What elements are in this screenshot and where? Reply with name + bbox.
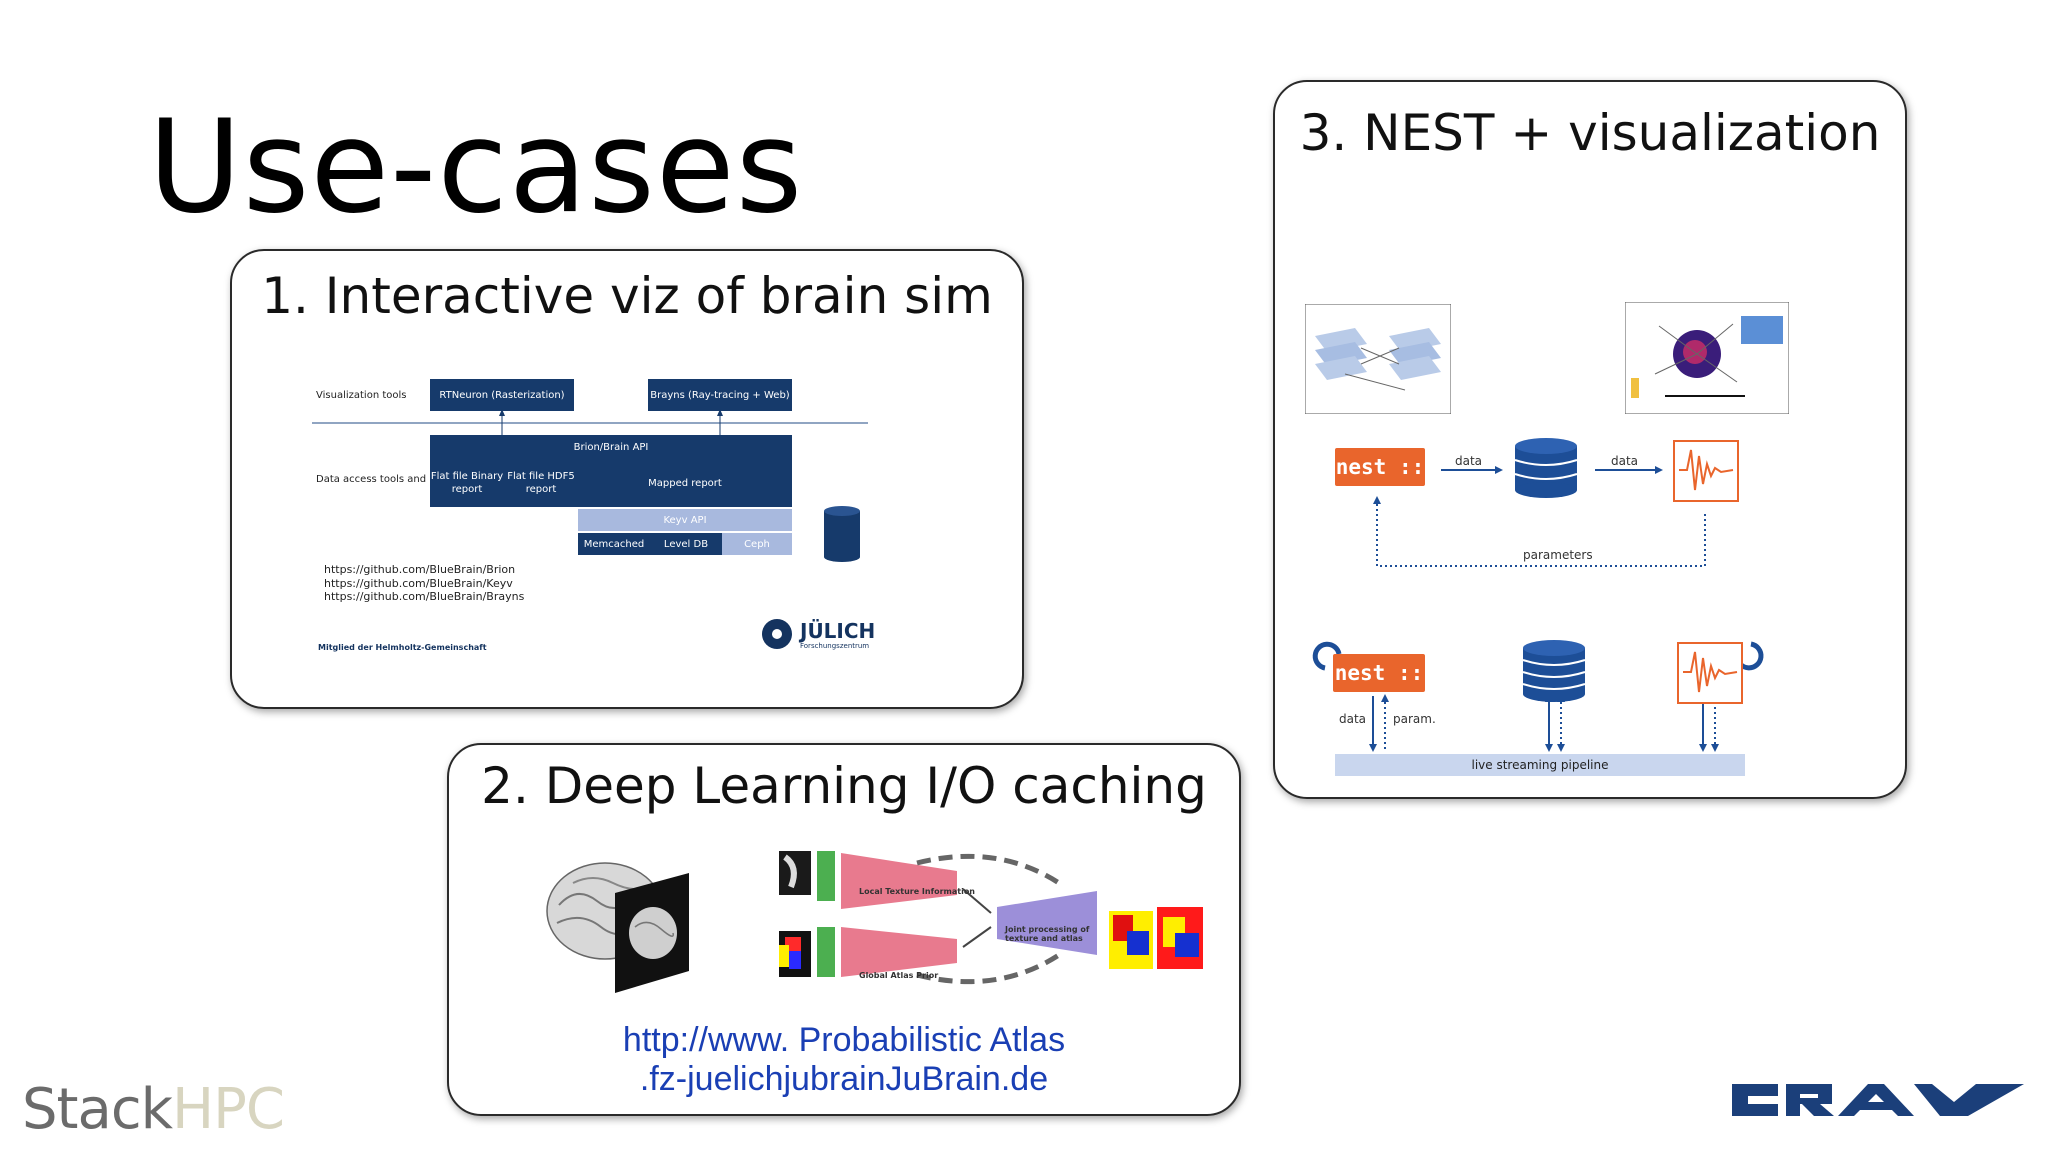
rtneuron-box: RTNeuron (Rasterization) xyxy=(430,379,574,411)
ceph-box: Ceph xyxy=(722,533,792,555)
database-icon xyxy=(1514,438,1578,498)
visualization-tools-label: Visualization tools xyxy=(316,390,407,401)
neuron-activity-thumbnail xyxy=(1625,302,1789,414)
flat-binary-box: Flat file Binary report xyxy=(430,459,504,507)
data-label-3: data xyxy=(1339,712,1367,726)
link-brayns[interactable]: https://github.com/BlueBrain/Brayns xyxy=(324,590,525,603)
card-title: 1. Interactive viz of brain sim xyxy=(261,267,993,325)
atlas-output-icon xyxy=(1109,907,1203,969)
leveldb-box: Level DB xyxy=(650,533,722,555)
julich-logo: JÜLICH xyxy=(800,619,876,643)
card-nest-visualization: 3. NEST + visualization nest :: xyxy=(1273,80,1907,799)
flat-hdf5-box: Flat file HDF5 report xyxy=(504,459,578,507)
stackhpc-logo-stack: Stack xyxy=(22,1077,173,1142)
parameters-label: parameters xyxy=(1523,548,1593,562)
storage-cylinder-icon xyxy=(824,506,860,562)
nest-logo-2: nest :: xyxy=(1333,654,1425,692)
stackhpc-logo-hpc: HPC xyxy=(172,1077,285,1142)
param-label: param. xyxy=(1393,712,1436,726)
link-brion[interactable]: https://github.com/BlueBrain/Brion xyxy=(324,563,516,576)
mapped-report-box: Mapped report xyxy=(578,459,792,507)
helmholtz-footer: Mitglied der Helmholtz-Gemeinschaft xyxy=(318,643,487,652)
slide-title: Use-cases xyxy=(148,93,804,242)
plot-icon-2 xyxy=(1677,642,1743,704)
global-atlas-label: Global Atlas Prior xyxy=(859,971,939,980)
memcached-box: Memcached xyxy=(578,533,650,555)
data-access-label: Data access tools and libraries xyxy=(316,474,470,485)
keyv-api-box: Keyv API xyxy=(578,509,792,531)
nest-logo: nest :: xyxy=(1335,448,1425,486)
card-title: 2. Deep Learning I/O caching xyxy=(481,757,1207,815)
card-deep-learning: 2. Deep Learning I/O caching Local Textu… xyxy=(447,743,1241,1116)
cray-logo xyxy=(1732,1084,2024,1116)
card-interactive-viz: 1. Interactive viz of brain sim Visualiz… xyxy=(230,249,1024,709)
card-title: 3. NEST + visualization xyxy=(1299,104,1881,162)
network-diagram-thumbnail xyxy=(1305,304,1451,414)
data-label-1: data xyxy=(1455,454,1483,468)
diagram-connectors xyxy=(312,409,868,435)
julich-logo-icon xyxy=(762,619,792,649)
caching-pipeline-diagram xyxy=(779,851,1097,985)
data-label-2: data xyxy=(1611,454,1639,468)
local-texture-label: Local Texture Information xyxy=(859,887,976,896)
brain-illustration-icon xyxy=(546,862,689,993)
atlas-url-line1[interactable]: http://www. Probabilistic Atlas xyxy=(622,1021,1066,1059)
atlas-url-line2[interactable]: .fz-juelichjubrainJuBrain.de xyxy=(639,1060,1049,1098)
brayns-box: Brayns (Ray-tracing + Web) xyxy=(648,379,792,411)
julich-logo-sub: Forschungszentrum xyxy=(800,642,870,650)
joint-processing-label: Joint processing of texture and atlas xyxy=(1005,925,1090,943)
link-keyv[interactable]: https://github.com/BlueBrain/Keyv xyxy=(324,577,513,590)
plot-icon xyxy=(1673,440,1739,502)
database-icon-2 xyxy=(1522,640,1586,702)
live-streaming-pipeline-bar: live streaming pipeline xyxy=(1335,754,1745,776)
stackhpc-logo: StackHPC xyxy=(22,1077,285,1142)
brion-api-box: Brion/Brain API xyxy=(430,435,792,459)
